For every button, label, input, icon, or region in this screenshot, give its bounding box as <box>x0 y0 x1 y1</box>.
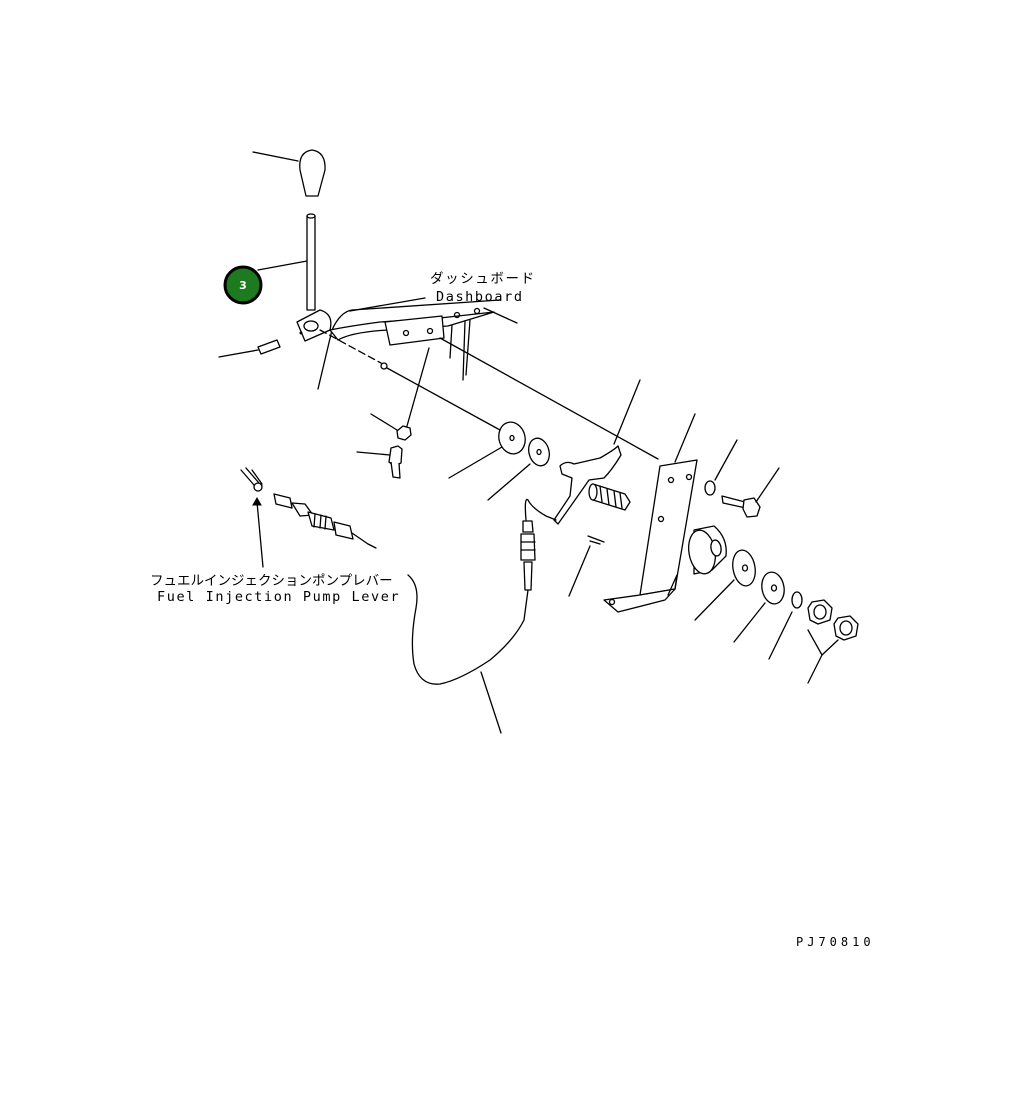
dashboard-label-en: Dashboard <box>436 289 524 305</box>
dashboard-leader <box>349 297 426 312</box>
pedal-plate <box>603 413 698 613</box>
pedal-arm <box>553 379 641 525</box>
cotter-pin <box>568 535 605 597</box>
fuel-lever-label-en: Fuel Injection Pump Lever <box>157 589 400 605</box>
rubber-stopper <box>687 525 727 575</box>
lever-knob <box>252 149 326 197</box>
washer-large <box>448 421 526 479</box>
nut-2 <box>833 615 859 641</box>
lever-rod <box>257 213 316 311</box>
washer-right-2 <box>733 571 785 643</box>
cable-fitting <box>273 493 377 549</box>
set-screw <box>218 339 281 358</box>
washer-right-1 <box>694 549 756 621</box>
hex-bolt <box>721 467 780 518</box>
nut-1 <box>807 599 833 625</box>
dashboard-label-jp: ダッシュボード <box>430 271 536 287</box>
spring-washer <box>768 591 803 660</box>
callout-number: 3 <box>239 279 247 292</box>
accelerator-cable <box>407 498 557 734</box>
washer-medium <box>487 437 550 501</box>
small-nut-bolt <box>356 347 430 479</box>
fuel-lever-label-jp: フュエルインジェクションポンプレバー <box>150 573 393 589</box>
dashboard-bracket <box>317 299 518 390</box>
lever-hub <box>296 309 332 342</box>
drawing-number: PJ70810 <box>796 935 875 949</box>
callout-circle[interactable] <box>223 265 263 305</box>
small-washer <box>704 439 738 496</box>
fuel-injection-pump-lever <box>240 467 264 568</box>
callout-3[interactable]: 3 <box>223 265 263 305</box>
